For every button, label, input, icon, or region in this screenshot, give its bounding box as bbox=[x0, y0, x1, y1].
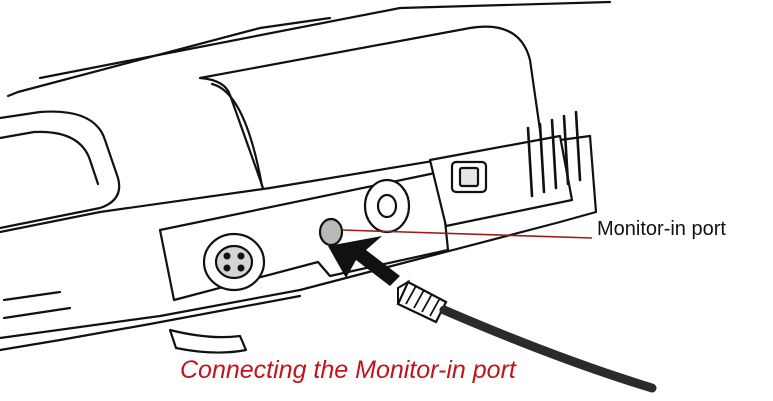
body-foot bbox=[168, 328, 248, 354]
insert-arrow-icon bbox=[328, 236, 400, 286]
callout-leader-line bbox=[341, 229, 593, 239]
body-side-lines bbox=[2, 290, 72, 320]
lid-top-line bbox=[6, 16, 332, 98]
body-lower-edge bbox=[0, 294, 302, 352]
vent-slots bbox=[526, 110, 582, 198]
plug-and-cable bbox=[396, 279, 657, 393]
monitor-in-port-label: Monitor-in port bbox=[597, 218, 726, 240]
right-section bbox=[428, 134, 574, 228]
monitor-in-jack bbox=[318, 217, 344, 247]
lid-front-edge bbox=[0, 110, 121, 230]
hinge-cover-inner-edge bbox=[210, 82, 264, 188]
figure-caption: Connecting the Monitor-in port bbox=[180, 356, 516, 384]
lid-front-inner bbox=[0, 130, 100, 186]
